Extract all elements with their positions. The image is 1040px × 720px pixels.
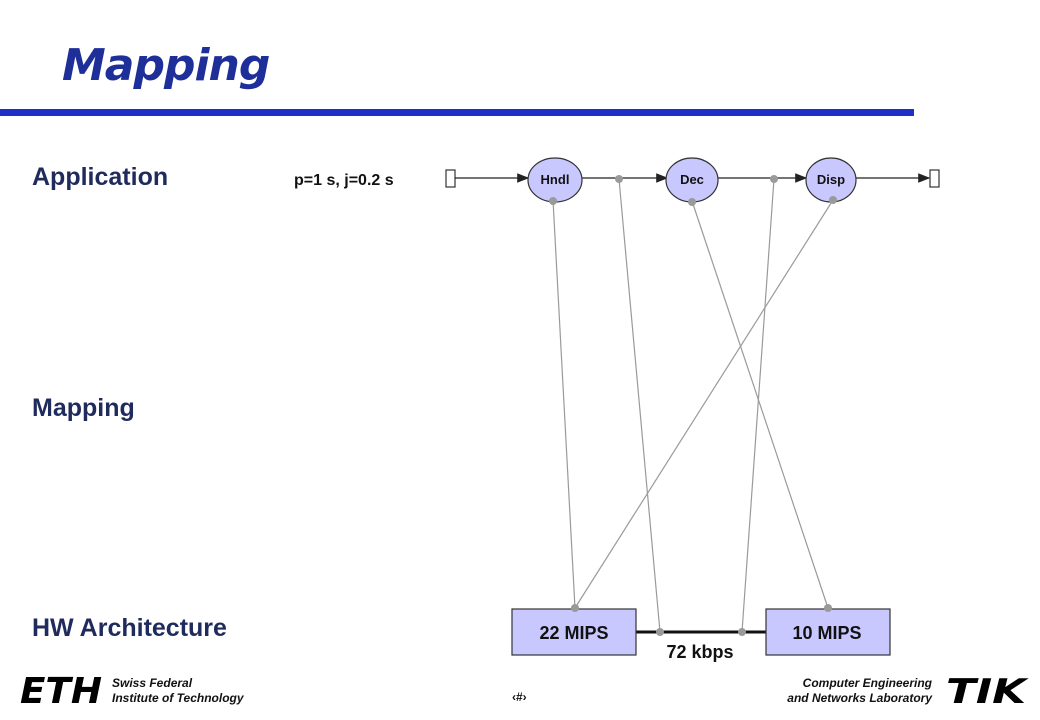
anchor-dot-disp — [829, 196, 837, 204]
resource-dot-22mips — [571, 604, 579, 612]
period-label: p=1 s, j=0.2 s — [294, 172, 394, 189]
footer-left-line1: Swiss Federal — [112, 676, 193, 690]
resource-dot-10mips — [824, 604, 832, 612]
eth-logo: ETH — [20, 674, 102, 706]
anchor-dot-dec — [688, 198, 696, 206]
anchor-dot-hndl — [549, 197, 557, 205]
bus-label: 72 kbps — [666, 642, 733, 662]
map-channel2-bus — [741, 178, 775, 633]
footer-left-text: Swiss Federal Institute of Technology — [112, 676, 244, 706]
resource-22mips: 22 MIPS — [511, 608, 637, 656]
source-port — [445, 169, 456, 188]
process-label-disp: Disp — [817, 172, 845, 187]
channel-dot-1 — [615, 175, 623, 183]
slide-title: Mapping — [62, 40, 270, 91]
map-hndl-22mips — [552, 199, 576, 609]
process-node-hndl: Hndl — [527, 157, 583, 203]
map-dec-10mips — [691, 200, 829, 609]
label-application: Application — [32, 163, 169, 191]
process-label-dec: Dec — [680, 172, 704, 187]
resource-label-22mips: 22 MIPS — [539, 623, 608, 643]
footer-right-line2: and Networks Laboratory — [787, 691, 932, 705]
label-hw-architecture: HW Architecture — [32, 614, 227, 642]
page-number: ‹#› — [512, 690, 527, 704]
footer-right-text: Computer Engineering and Networks Labora… — [766, 676, 932, 706]
footer-left-line2: Institute of Technology — [112, 691, 244, 705]
map-disp-22mips — [574, 199, 834, 609]
mapping-lines — [552, 178, 834, 633]
tik-logo-text: TIK — [946, 674, 1029, 706]
process-node-disp: Disp — [805, 157, 857, 203]
eth-logo-text: ETH — [20, 674, 102, 706]
process-label-hndl: Hndl — [541, 172, 570, 187]
resource-10mips: 10 MIPS — [765, 608, 891, 656]
title-underline — [0, 109, 914, 116]
footer-right-line1: Computer Engineering — [802, 676, 932, 690]
channel-dot-2 — [770, 175, 778, 183]
process-node-dec: Dec — [665, 157, 719, 203]
map-channel1-bus — [618, 178, 661, 633]
resource-label-10mips: 10 MIPS — [792, 623, 861, 643]
bus-dot-2 — [738, 628, 746, 636]
label-mapping: Mapping — [32, 394, 135, 422]
sink-port — [929, 169, 940, 188]
tik-logo: TIK — [946, 674, 1029, 706]
bus-dot-1 — [656, 628, 664, 636]
